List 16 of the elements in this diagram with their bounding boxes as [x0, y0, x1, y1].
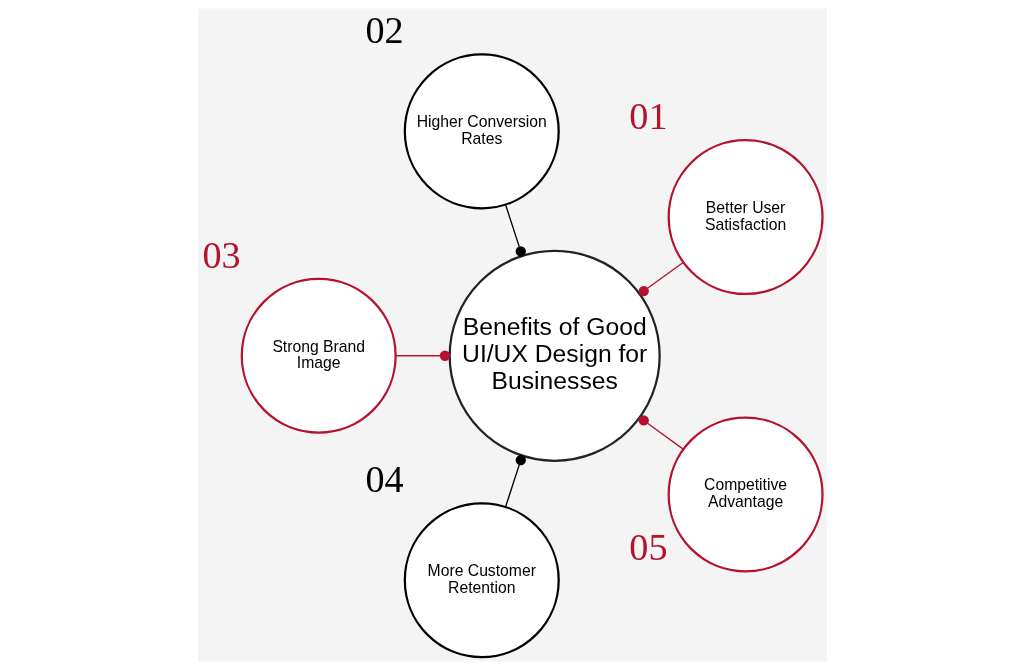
node-circle: Better User Satisfaction — [667, 139, 824, 296]
connector — [504, 203, 526, 257]
node-circle: Benefits of Good UI/UX Design for Businesses — [448, 249, 661, 462]
node-label: 02 — [365, 9, 404, 52]
connector — [638, 415, 684, 450]
node-circle: More Customer Retention — [403, 502, 560, 659]
node-label: 04 — [365, 458, 404, 501]
node-circle: Competitive Advantage — [667, 416, 824, 573]
node-circle: Strong Brand Image — [240, 277, 397, 434]
node-label: 01 — [628, 95, 668, 138]
connector — [504, 454, 526, 508]
node-label: 05 — [628, 526, 668, 569]
connector — [638, 261, 684, 297]
connector — [394, 350, 450, 361]
node-circle: Higher Conversion Rates — [403, 53, 560, 210]
node-label: 03 — [201, 233, 241, 276]
